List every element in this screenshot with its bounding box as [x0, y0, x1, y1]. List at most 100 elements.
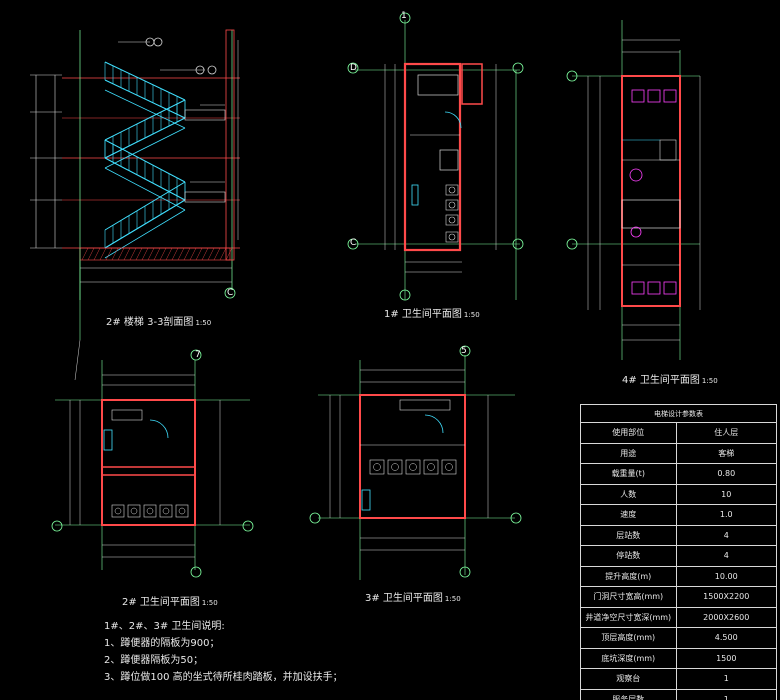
axis-bubble — [510, 512, 522, 524]
toilet-bowl — [445, 463, 453, 471]
axis-bubble — [190, 349, 202, 361]
axis-label-c2: C — [227, 288, 234, 298]
axis-bubble — [512, 238, 524, 250]
notes-block: 1#、2#、3# 卫生间说明: 1、蹲便器的隔板为900； 2、蹲便器隔板为50… — [104, 618, 343, 686]
leader-line — [74, 339, 81, 381]
sink — [630, 226, 642, 238]
axis-bubble — [459, 345, 471, 357]
table-row: 提升高度(m)10.00 — [580, 565, 778, 587]
axis-label-7: 7 — [195, 350, 201, 360]
table-param-name: 人数 — [580, 483, 677, 505]
handrail — [104, 139, 186, 183]
stair-flight — [104, 127, 186, 169]
table-row: 载重量(t)0.80 — [580, 463, 778, 485]
notes-line-1: 1、蹲便器的隔板为900； — [104, 638, 220, 649]
toilet-fixture — [441, 459, 457, 475]
notes-heading: 1#、2#、3# 卫生间说明: — [104, 621, 225, 632]
table-row: 门洞尺寸宽高(mm)1500X2200 — [580, 586, 778, 608]
toilet-bowl — [178, 507, 186, 515]
table-param-value: 1500X2200 — [675, 586, 778, 608]
axis-bubble — [512, 62, 524, 74]
stair-flight — [104, 209, 186, 259]
table-title: 电梯设计参数表 — [580, 404, 777, 423]
hatch — [165, 247, 173, 261]
toilet-fixture — [445, 199, 459, 211]
axis-bubble — [190, 566, 202, 578]
toilet-bowl — [448, 216, 456, 224]
axis-label-5: 5 — [461, 346, 467, 356]
detail-bubble — [207, 65, 217, 75]
hatch — [207, 247, 215, 261]
hatch — [159, 247, 167, 261]
axis-bubble — [459, 566, 471, 578]
toilet-bowl — [146, 507, 154, 515]
table-param-name: 载重量(t) — [580, 463, 677, 485]
sink — [629, 168, 643, 182]
table-param-value: 客梯 — [675, 442, 778, 464]
hatch — [87, 247, 95, 261]
wall — [621, 75, 681, 307]
window — [411, 184, 419, 206]
hatch — [123, 247, 131, 261]
table-param-name: 提升高度(m) — [580, 565, 677, 587]
toilet-bowl — [409, 463, 417, 471]
table-param-value: 4.500 — [675, 627, 778, 649]
fixture — [111, 409, 143, 421]
table-param-value: 1 — [675, 688, 778, 700]
table-param-value: 1.0 — [675, 504, 778, 526]
toilet-fixture — [405, 459, 421, 475]
toilet-fixture — [631, 89, 645, 103]
hatch — [183, 247, 191, 261]
hatch — [117, 247, 125, 261]
axis-bubble — [309, 512, 321, 524]
door-swing — [444, 111, 462, 129]
table-param-name: 速度 — [580, 504, 677, 526]
stair-flight — [104, 167, 186, 211]
table-param-name: 层站数 — [580, 524, 677, 546]
hatch — [105, 247, 113, 261]
table-header-cell: 住人层 — [675, 422, 778, 444]
toilet-bowl — [373, 463, 381, 471]
toilet-fixture — [423, 459, 439, 475]
table-param-value: 10.00 — [675, 565, 778, 587]
notes-line-3: 3、蹲位做100 高的坐式待所桂肉踏板，并加设扶手； — [104, 672, 343, 683]
table-row: 用途客梯 — [580, 442, 778, 464]
axis-bubble — [51, 520, 63, 532]
fixture — [439, 149, 459, 171]
toilet-fixture — [445, 231, 459, 243]
landing — [184, 109, 226, 121]
detail-bubble — [153, 37, 163, 47]
toilet-bowl — [448, 186, 456, 194]
wall — [359, 394, 466, 519]
toilet-fixture — [445, 184, 459, 196]
partition — [399, 399, 451, 411]
toilet-fixture — [369, 459, 385, 475]
toilet-fixture — [159, 504, 173, 518]
toilet-fixture — [127, 504, 141, 518]
toilet-fixture — [663, 89, 677, 103]
axis-bubble — [224, 287, 236, 299]
table-param-name: 观察台 — [580, 668, 677, 690]
hatch — [111, 247, 119, 261]
toilet-bowl — [427, 463, 435, 471]
table-param-name: 井道净空尺寸宽深(mm) — [580, 606, 677, 628]
hatch — [201, 247, 209, 261]
axis-bubble — [242, 520, 254, 532]
toilet-fixture — [445, 214, 459, 226]
hatch — [147, 247, 155, 261]
toilet-bowl — [448, 201, 456, 209]
toilet-fixture — [175, 504, 189, 518]
hatch — [219, 247, 227, 261]
partition — [417, 74, 459, 96]
axis-bubble — [566, 70, 578, 82]
landing — [184, 191, 226, 203]
axis-bubble — [347, 62, 359, 74]
